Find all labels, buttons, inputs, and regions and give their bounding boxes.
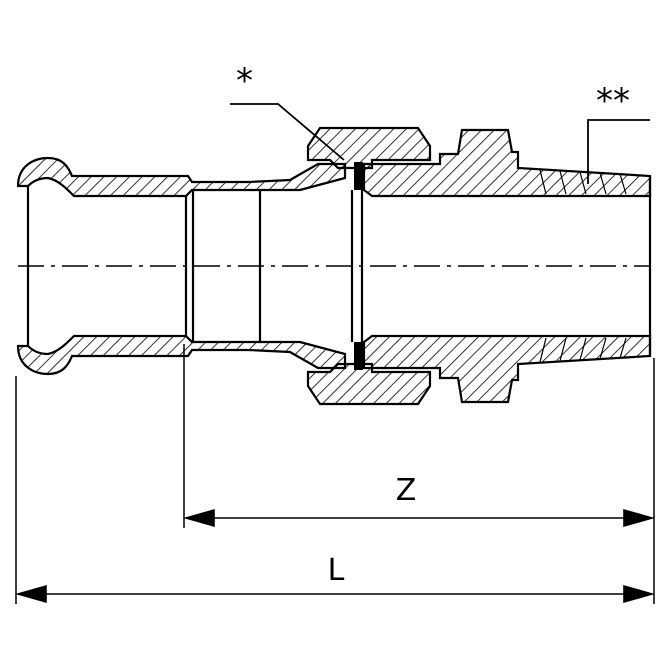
leader-double-star	[587, 119, 650, 184]
press-end-top-wall	[16, 156, 347, 198]
union-nut	[306, 126, 432, 406]
union-nut-bottom	[306, 362, 432, 406]
union-nut-top	[306, 126, 432, 170]
dimension-l	[15, 584, 655, 604]
extension-lines	[15, 344, 655, 604]
dimension-l-label: L	[328, 553, 345, 588]
seal-ring-top	[354, 162, 363, 190]
label-double-star: **	[596, 81, 630, 121]
seal-rings	[354, 162, 363, 370]
threaded-body-bottom	[362, 334, 652, 404]
threaded-body	[362, 128, 652, 404]
press-end-bottom-wall	[16, 334, 347, 376]
seal-ring-bottom	[354, 342, 363, 370]
threaded-body-top	[362, 128, 652, 198]
dimension-z-label: Z	[396, 473, 417, 508]
leader-single-star	[230, 103, 345, 161]
dimension-z	[183, 508, 655, 528]
label-single-star: *	[236, 61, 253, 101]
thread-marks	[539, 169, 627, 363]
